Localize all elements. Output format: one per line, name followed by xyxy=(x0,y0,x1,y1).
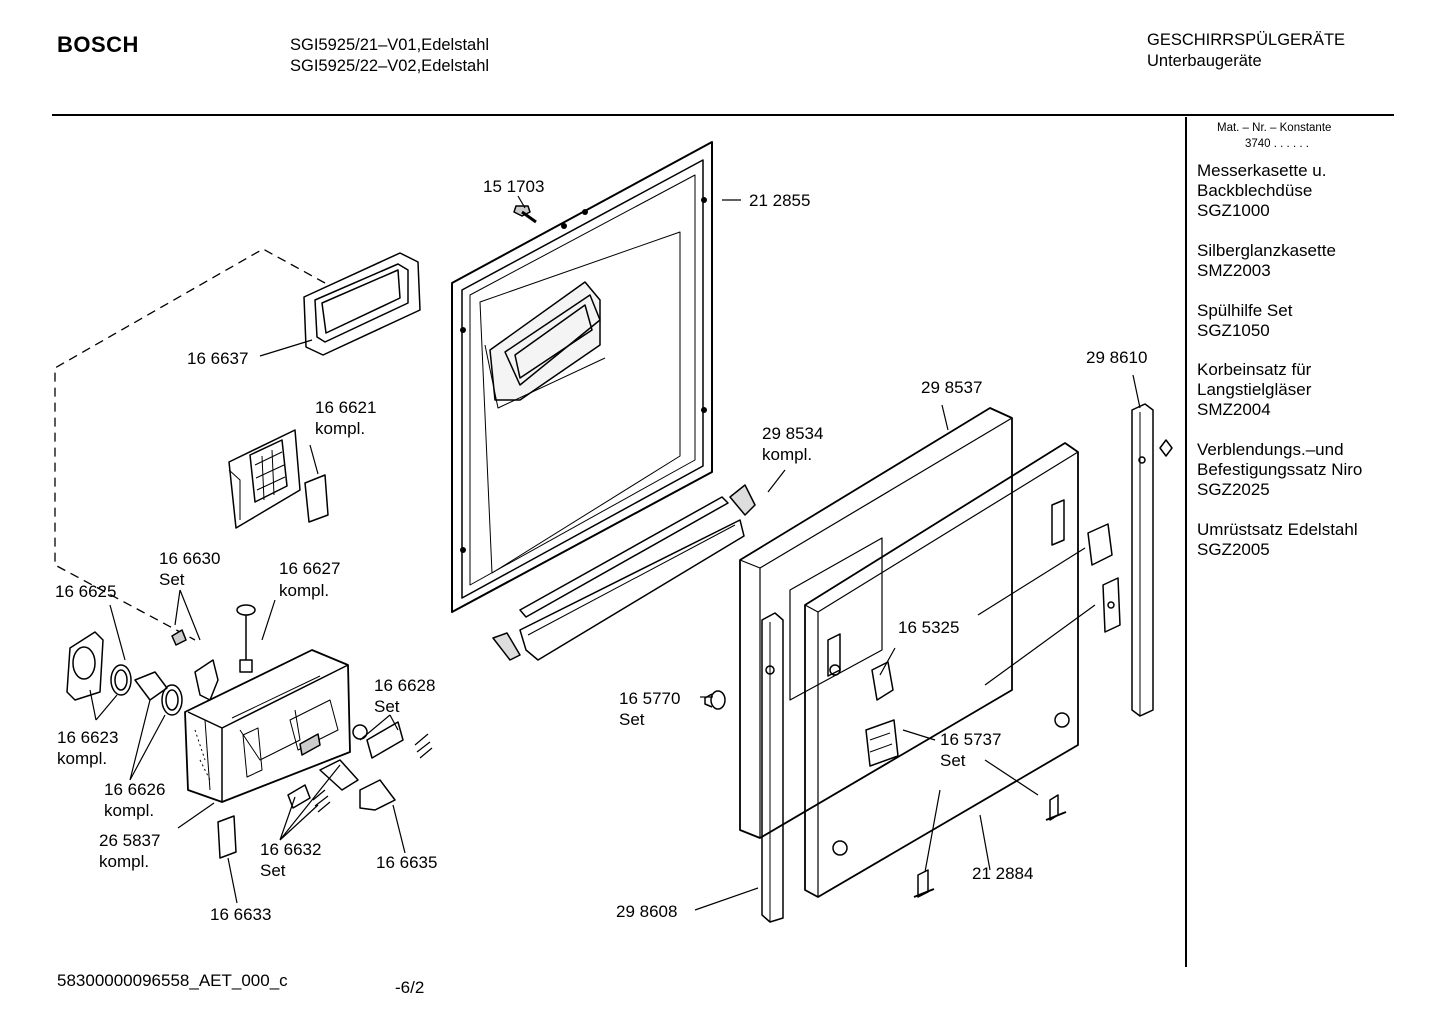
accessory-code: SMZ2003 xyxy=(1197,261,1271,280)
outer-door-panel xyxy=(739,407,1013,839)
small-parts xyxy=(66,604,433,859)
accessory-item: Korbeinsatz für Langstielgläser SMZ2004 xyxy=(1197,360,1311,420)
label-165770-set: Set xyxy=(619,710,645,729)
part-labels: 15 1703 21 2855 16 6637 16 6621 kompl. 2… xyxy=(55,177,1147,924)
document-id: 58300000096558_AET_000_c xyxy=(57,971,288,990)
header-divider xyxy=(52,114,1394,116)
label-165770: 16 5770 xyxy=(619,689,680,708)
label-166632-set: Set xyxy=(260,861,286,880)
seal-frame xyxy=(303,252,421,356)
accessory-name: Verblendungs.–und xyxy=(1197,440,1344,459)
label-166625: 16 6625 xyxy=(55,582,116,601)
accessory-name: Langstielgläser xyxy=(1197,380,1312,399)
mounting-panel xyxy=(789,442,1079,898)
accessory-code: SGZ1050 xyxy=(1197,321,1270,340)
label-166627: 16 6627 xyxy=(279,559,340,578)
label-166628: 16 6628 xyxy=(374,676,435,695)
leader-lines xyxy=(89,195,1141,911)
accessory-code: SMZ2004 xyxy=(1197,400,1271,419)
label-212855: 21 2855 xyxy=(749,191,810,210)
label-166635: 16 6635 xyxy=(376,853,437,872)
accessory-item: Messerkasette u. Backblechdüse SGZ1000 xyxy=(1197,161,1326,221)
inner-door-panel xyxy=(451,141,713,613)
dispenser-cover xyxy=(228,429,329,529)
label-265837: 26 5837 xyxy=(99,831,160,850)
model-line-2: SGI5925/22–V02,Edelstahl xyxy=(290,57,490,75)
accessory-code: SGZ2005 xyxy=(1197,540,1270,559)
label-166621-kompl: kompl. xyxy=(315,419,365,438)
label-166632: 16 6632 xyxy=(260,840,321,859)
accessory-name: Messerkasette u. xyxy=(1197,161,1327,180)
knob-part xyxy=(704,690,726,710)
label-166637: 16 6637 xyxy=(187,349,248,368)
accessory-item: Umrüstsatz Edelstahl SGZ2005 xyxy=(1197,520,1358,560)
label-298608: 29 8608 xyxy=(616,902,677,921)
screw-part xyxy=(513,205,537,224)
mat-nr-value: 3740 . . . . . . xyxy=(1245,138,1309,150)
category-subtitle: Unterbaugeräte xyxy=(1147,52,1262,70)
category-title: GESCHIRRSPÜLGERÄTE xyxy=(1147,31,1346,49)
accessory-name: Backblechdüse xyxy=(1197,181,1313,200)
side-rail-left xyxy=(761,612,784,923)
label-165737: 16 5737 xyxy=(940,730,1001,749)
label-166633: 16 6633 xyxy=(210,905,271,924)
mat-nr-label: Mat. – Nr. – Konstante xyxy=(1217,122,1332,134)
label-212884: 21 2884 xyxy=(972,864,1033,883)
accessory-item: Verblendungs.–und Befestigungssatz Niro … xyxy=(1197,440,1362,500)
accessory-code: SGZ2025 xyxy=(1197,480,1270,499)
accessory-name: Korbeinsatz für xyxy=(1197,360,1312,379)
page-number: -6/2 xyxy=(395,978,425,997)
door-trim-strip xyxy=(492,484,756,661)
label-166627-kompl: kompl. xyxy=(279,581,329,600)
accessory-item: Silberglanzkasette SMZ2003 xyxy=(1197,241,1336,281)
label-151703: 15 1703 xyxy=(483,177,544,196)
dispenser-assembly xyxy=(184,649,351,803)
label-166626-kompl: kompl. xyxy=(104,801,154,820)
brand-logo: BOSCH xyxy=(57,32,139,57)
label-298534-kompl: kompl. xyxy=(762,445,812,464)
assembly-dashed-line xyxy=(54,248,326,641)
label-265837-kompl: kompl. xyxy=(99,852,149,871)
accessory-item: Spülhilfe Set SGZ1050 xyxy=(1197,301,1292,341)
accessory-code: SGZ1000 xyxy=(1197,201,1270,220)
model-line-1: SGI5925/21–V01,Edelstahl xyxy=(290,36,490,54)
label-166628-set: Set xyxy=(374,697,400,716)
label-166623-kompl: kompl. xyxy=(57,749,107,768)
label-165325: 16 5325 xyxy=(898,618,959,637)
sidebar-divider xyxy=(1185,117,1187,967)
label-166630-set: Set xyxy=(159,570,185,589)
label-298610: 29 8610 xyxy=(1086,348,1147,367)
label-298537: 29 8537 xyxy=(921,378,982,397)
label-166626: 16 6626 xyxy=(104,780,165,799)
label-166621: 16 6621 xyxy=(315,398,376,417)
accessory-name: Befestigungssatz Niro xyxy=(1197,460,1363,479)
label-298534: 29 8534 xyxy=(762,424,823,443)
label-166623: 16 6623 xyxy=(57,728,118,747)
hinge-brackets xyxy=(865,523,1121,898)
label-165737-set: Set xyxy=(940,751,966,770)
side-rail-right xyxy=(1131,403,1173,717)
accessory-name: Silberglanzkasette xyxy=(1197,241,1336,260)
accessory-name: Umrüstsatz Edelstahl xyxy=(1197,520,1358,539)
label-166630: 16 6630 xyxy=(159,549,220,568)
accessory-name: Spülhilfe Set xyxy=(1197,301,1293,320)
